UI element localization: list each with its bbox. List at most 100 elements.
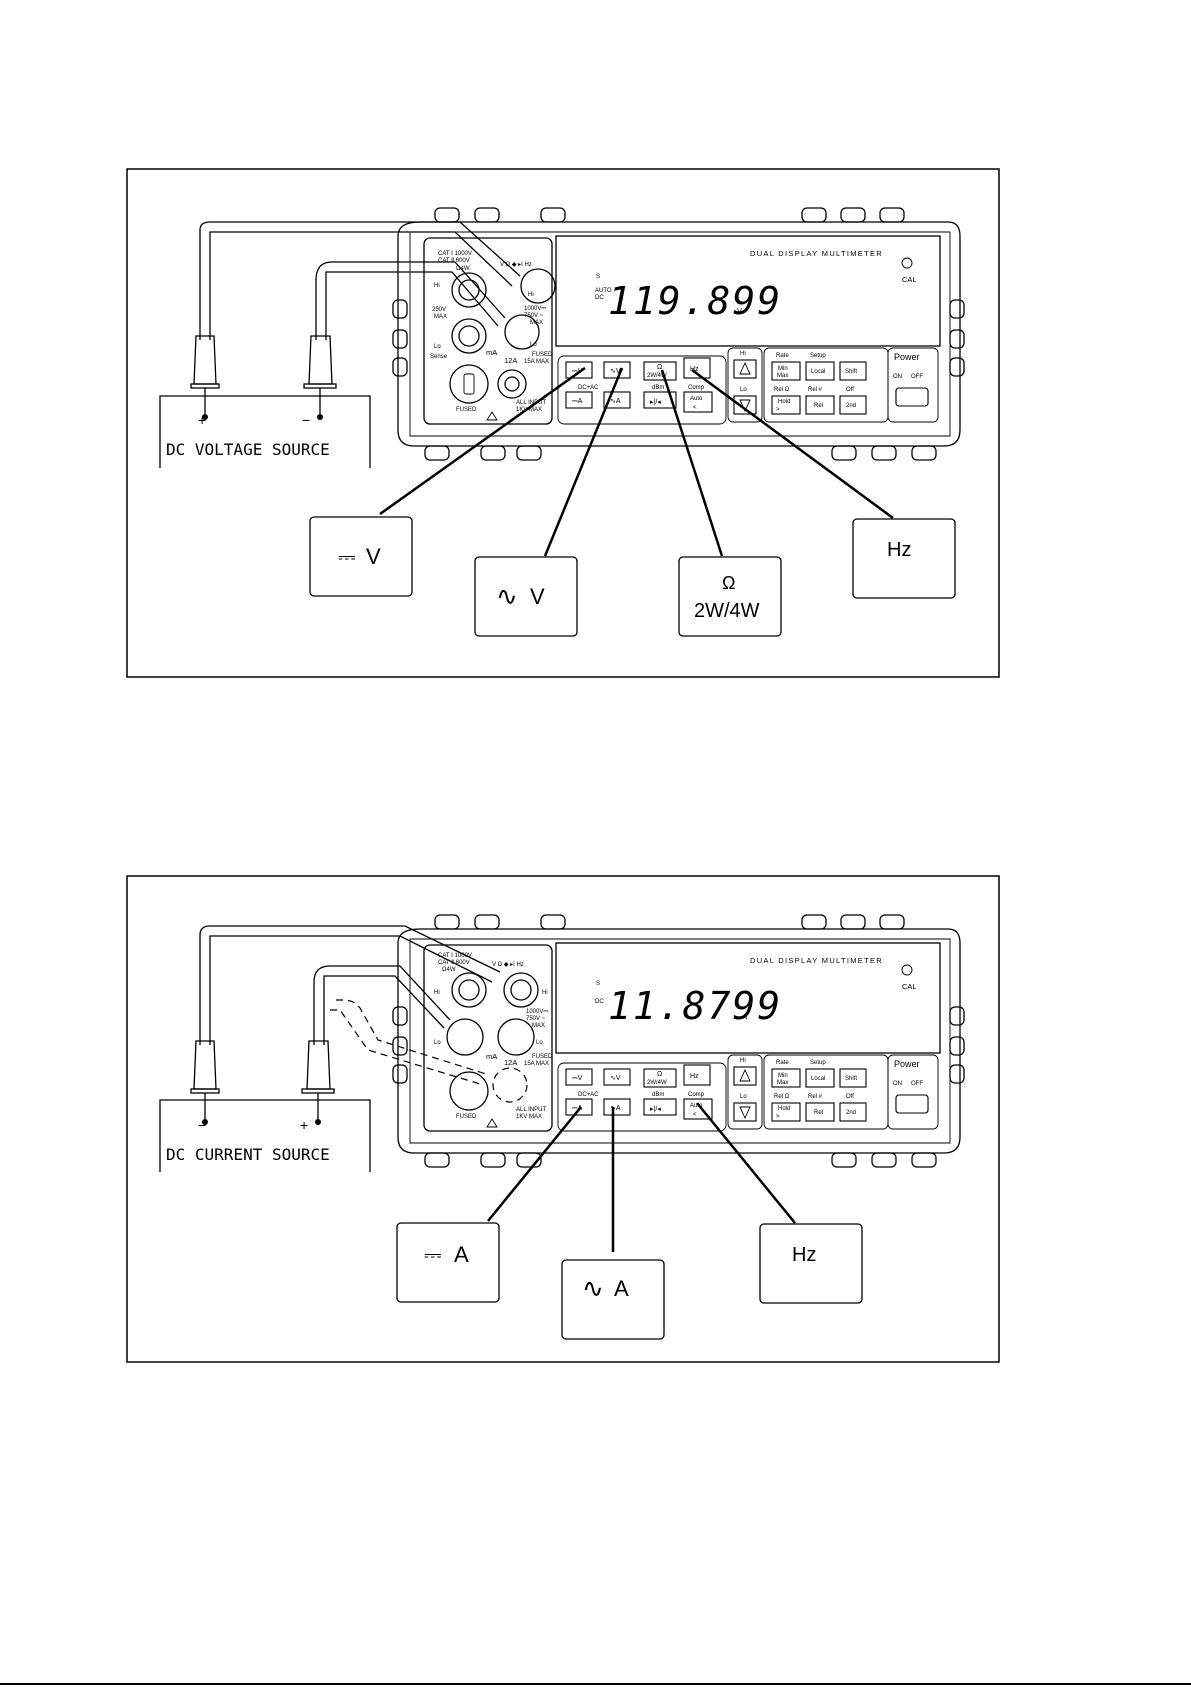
acv-key-label[interactable]: ∿V — [610, 1075, 621, 1082]
max-key-label[interactable]: Max — [777, 373, 788, 379]
dc-rating: 1000V⎓ — [526, 1009, 548, 1015]
callout-resistance: Ω 2W/4W — [678, 556, 782, 637]
dc-symbol-icon: ⎓ — [572, 1075, 578, 1082]
local-key-label[interactable]: Local — [811, 369, 825, 375]
sense-hi-label: Hi — [434, 283, 440, 289]
ohm-key-label[interactable]: 2W/4W — [647, 1080, 667, 1086]
rel-key-label[interactable]: Rel — [814, 1110, 823, 1116]
auto-key-label[interactable]: Auto — [690, 1103, 703, 1109]
callout-label: V — [530, 584, 545, 609]
test-leads — [199, 221, 521, 340]
warning-icon — [486, 1118, 498, 1128]
input-lo-label: Lo — [530, 342, 537, 348]
voltage-max: MAX — [530, 320, 543, 326]
voltage-max: MAX — [532, 1023, 545, 1029]
cat-rating-1: CAT Ⅰ 1000V — [438, 953, 472, 959]
shift-key-label[interactable]: Shift — [845, 369, 857, 375]
ac-symbol-icon: ∿ — [582, 1273, 604, 1303]
ma-label: mA — [486, 348, 497, 357]
rel-ohm-label: Rel Ω — [774, 1094, 790, 1100]
fuse-holder — [449, 364, 489, 404]
ac-symbol-icon: ∿ — [496, 581, 518, 611]
12a-terminal — [497, 369, 527, 399]
lo-input-terminal — [451, 318, 487, 354]
rel-ohm-label: Rel Ω — [774, 387, 790, 393]
hi-input-terminal — [451, 272, 487, 308]
hi-label: Hi — [740, 1058, 746, 1064]
hz-key-label[interactable]: Hz — [690, 366, 699, 373]
input-function-label: V Ω ◆ ▸I Hz — [492, 962, 524, 968]
ohm-key-label[interactable]: 2W/4W — [647, 373, 667, 379]
sense-lo-label: Lo — [434, 344, 441, 350]
input-hi-label: Hi — [528, 292, 534, 298]
figure-current-connection: CAT Ⅰ 1000V CAT Ⅱ 600V Ω4W V Ω ◆ ▸I Hz H… — [126, 875, 1000, 1363]
power-off-label: OFF — [911, 1081, 923, 1087]
15a-max-label: 15A MAX — [524, 359, 549, 365]
source-label: DC CURRENT SOURCE — [166, 1145, 330, 1164]
display-reading: 119.899 — [608, 279, 782, 323]
hold-key-label[interactable]: Hold — [778, 399, 790, 405]
sense-label: Sense — [430, 354, 448, 360]
sense-hi-terminal — [451, 972, 487, 1008]
max-key-label[interactable]: Max — [777, 1080, 788, 1086]
dca-key-label[interactable]: ⎓A — [572, 398, 583, 405]
hi-input-terminal — [503, 972, 539, 1008]
callout-label: 2W/4W — [694, 600, 760, 622]
aca-key-label[interactable]: ∿A — [610, 1105, 621, 1112]
power-switch[interactable] — [895, 387, 929, 407]
rate-label: Rate — [776, 1060, 789, 1066]
sense-rating: 250V — [432, 307, 446, 313]
acv-key-label[interactable]: ∿V — [610, 368, 621, 375]
display-indicator-auto: AUTO — [595, 288, 612, 294]
ac-symbol-icon: ∿ — [610, 368, 616, 375]
display-indicator-s: S — [596, 981, 600, 987]
local-key-label[interactable]: Local — [811, 1076, 825, 1082]
lo-label: Lo — [740, 1094, 747, 1100]
callout-pointers — [379, 366, 894, 557]
2nd-key-label[interactable]: 2nd — [846, 403, 856, 409]
diode-continuity-icon[interactable]: ▸|/◂ — [650, 1106, 661, 1113]
source-label: DC VOLTAGE SOURCE — [166, 440, 330, 459]
ohm-symbol-icon: Ω — [722, 573, 735, 593]
callout-label: A — [454, 1242, 469, 1267]
auto-key-label[interactable]: Auto — [690, 396, 703, 402]
setup-label: Setup — [810, 353, 826, 359]
ohm-key-symbol[interactable]: Ω — [657, 364, 662, 371]
display-indicator-s: S — [596, 274, 600, 280]
off-label: Off — [846, 1094, 854, 1100]
ohm-key-symbol[interactable]: Ω — [657, 1071, 662, 1078]
sense-hi-label: Hi — [434, 990, 440, 996]
2nd-key-label[interactable]: 2nd — [846, 1110, 856, 1116]
min-key-label[interactable]: Min — [778, 1073, 788, 1079]
sense-max: MAX — [434, 314, 447, 320]
probe-positive — [301, 1040, 335, 1125]
dcac-label: DC+AC — [578, 385, 599, 391]
voltage-source-box: + − DC VOLTAGE SOURCE — [159, 395, 371, 468]
power-on-label: ON — [893, 1081, 902, 1087]
1kv-max-label: 1KV MAX — [516, 1114, 542, 1120]
figure-voltage-connection: CAT Ⅰ 1000V CAT Ⅱ 600V Ω4W V Ω ◆ ▸I Hz H… — [126, 168, 1000, 678]
cat-rating-1: CAT Ⅰ 1000V — [438, 251, 472, 257]
warning-icon — [486, 411, 498, 421]
callout-label: Hz — [887, 539, 911, 561]
min-key-label[interactable]: Min — [778, 366, 788, 372]
aca-key-label[interactable]: ∿A — [610, 398, 621, 405]
hold-key-label[interactable]: Hold — [778, 1106, 790, 1112]
shift-key-label[interactable]: Shift — [845, 1076, 857, 1082]
callout-ac-current: ∿ A — [561, 1259, 665, 1340]
diode-continuity-icon[interactable]: ▸|/◂ — [650, 399, 661, 406]
callout-frequency: Hz — [852, 518, 956, 599]
power-off-label: OFF — [911, 374, 923, 380]
hz-key-label[interactable]: Hz — [690, 1073, 699, 1080]
dc-symbol-icon: ⎓ — [338, 544, 356, 569]
dcv-key-label[interactable]: ⎓V — [572, 1075, 583, 1082]
dc-symbol-icon: ⎓ — [572, 1105, 578, 1112]
rel-key-label[interactable]: Rel — [814, 403, 823, 409]
cal-label: CAL — [902, 982, 917, 991]
input-function-label: V Ω ◆ ▸I Hz — [500, 262, 532, 268]
power-switch[interactable] — [895, 1094, 929, 1114]
comp-label: Comp — [688, 1092, 705, 1098]
off-label: Off — [846, 387, 854, 393]
rel-hash-label: Rel # — [808, 1094, 823, 1100]
